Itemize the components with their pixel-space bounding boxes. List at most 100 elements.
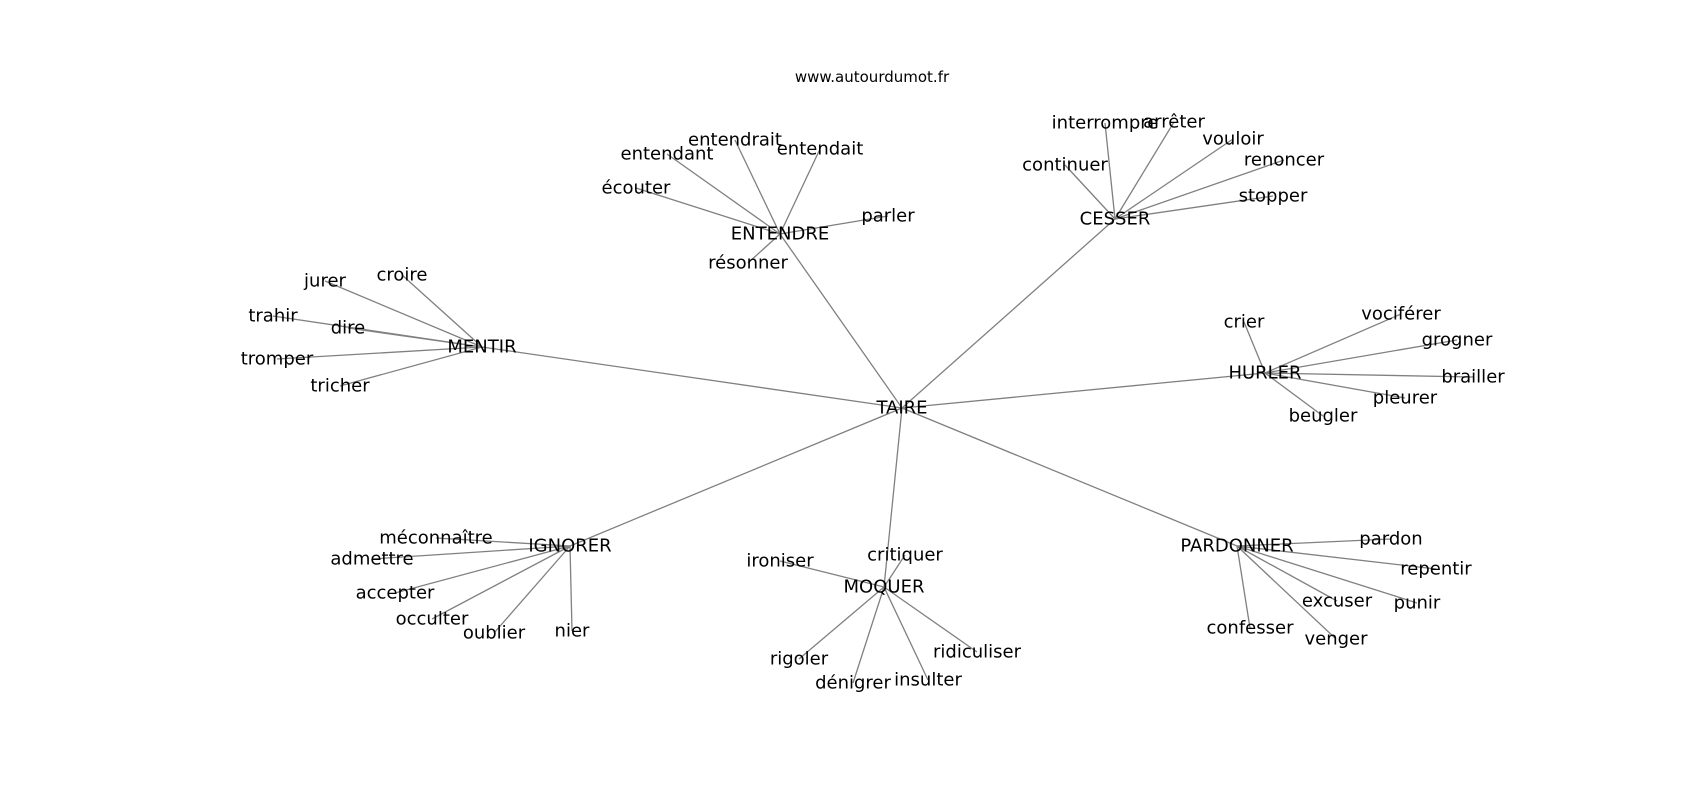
edge-moquer-ridiculiser [883,586,978,653]
edge-pardonner-excuser [1236,545,1338,602]
edge-mentir-croire [401,274,483,348]
node-word-vociferer[interactable]: vociférer [1361,304,1441,325]
node-hub-cesser[interactable]: CESSER [1080,209,1151,230]
edge-hurler-vociferer [1264,313,1402,374]
node-word-ecouter[interactable]: écouter [602,178,672,199]
edge-moquer-rigoler [798,586,885,660]
node-word-tromper[interactable]: tromper [241,349,314,370]
edge-ignorer-meconnaitre [435,537,571,547]
node-word-brailler[interactable]: brailler [1441,367,1505,388]
node-hub-hurler[interactable]: HURLER [1228,363,1301,384]
edge-ignorer-accepter [394,545,571,594]
node-word-vouloir[interactable]: vouloir [1202,129,1264,150]
node-word-repentir[interactable]: repentir [1400,559,1472,580]
node-word-trahir[interactable]: trahir [248,306,298,327]
edge-hurler-beugler [1264,372,1324,417]
edge-moquer-critiquer [883,554,906,588]
node-word-insulter[interactable]: insulter [894,670,962,691]
edge-ignorer-nier [569,545,573,632]
node-hub-pardonner[interactable]: PARDONNER [1180,536,1293,557]
edge-ignorer-occulter [431,545,571,620]
edge-mentir-tromper [276,346,483,360]
node-word-interrompre[interactable]: interrompre [1052,113,1159,134]
edge-taire-pardonner [901,407,1238,547]
edge-pardonner-pardon [1236,538,1392,547]
node-word-confesser[interactable]: confesser [1207,618,1295,639]
edge-ignorer-admettre [371,545,571,560]
edge-cesser-vouloir [1114,138,1234,220]
node-word-nier[interactable]: nier [555,621,590,642]
edge-cesser-stopper [1114,195,1274,220]
edge-taire-ignorer [569,407,903,547]
edge-mentir-jurer [324,280,483,348]
node-word-venger[interactable]: venger [1304,629,1368,650]
edge-taire-entendre [779,233,903,409]
node-word-entendait[interactable]: entendait [777,139,864,160]
node-word-stopper[interactable]: stopper [1239,186,1308,207]
node-word-oublier[interactable]: oublier [463,623,526,644]
node-hub-entendre[interactable]: ENTENDRE [731,224,829,245]
edge-cesser-interrompre [1104,122,1116,220]
edge-entendre-entendait [779,148,821,235]
edge-entendre-resonner [747,233,781,264]
node-word-meconnaitre[interactable]: méconnaître [379,528,493,549]
edge-taire-moquer [883,407,903,588]
node-word-renoncer[interactable]: renoncer [1244,150,1325,171]
node-hub-ignorer[interactable]: IGNORER [528,536,611,557]
node-word-ridiculiser[interactable]: ridiculiser [933,642,1022,663]
edge-moquer-denigrer [852,586,885,684]
website-label[interactable]: www.autourdumot.fr [795,68,950,86]
edge-taire-hurler [901,372,1266,409]
node-word-jurer[interactable]: jurer [303,271,346,292]
node-word-denigrer[interactable]: dénigrer [815,673,891,694]
edge-pardonner-punir [1236,545,1418,604]
node-word-croire[interactable]: croire [377,265,428,286]
node-word-admettre[interactable]: admettre [330,549,413,570]
node-word-pleurer[interactable]: pleurer [1373,388,1438,409]
node-word-tricher[interactable]: tricher [310,376,370,397]
node-word-continuer[interactable]: continuer [1022,155,1108,176]
node-word-parler[interactable]: parler [861,206,915,227]
edge-cesser-continuer [1064,164,1116,220]
edge-pardonner-repentir [1236,545,1437,570]
node-word-occulter[interactable]: occulter [396,609,469,630]
node-word-ironiser[interactable]: ironiser [746,551,814,572]
edge-cesser-arreter [1114,121,1175,220]
edge-cesser-renoncer [1114,159,1285,220]
node-word-punir[interactable]: punir [1394,593,1441,614]
edge-hurler-crier [1243,321,1266,374]
node-word-grogner[interactable]: grogner [1422,330,1493,351]
node-hub-moquer[interactable]: MOQUER [844,577,925,598]
edge-pardonner-venger [1236,545,1337,640]
node-word-rigoler[interactable]: rigoler [770,649,829,670]
edge-hurler-brailler [1264,372,1474,378]
edge-mentir-tricher [339,346,483,387]
node-word-crier[interactable]: crier [1224,312,1265,333]
node-word-dire[interactable]: dire [331,318,366,339]
node-word-pardon[interactable]: pardon [1359,529,1422,550]
edge-hurler-grogner [1264,339,1458,374]
graph-edges [272,121,1474,684]
edge-moquer-insulter [883,586,929,681]
edge-entendre-entendant [666,153,781,235]
graph-nodes: TAIREENTENDREécouterentendantentendraite… [241,112,1506,694]
node-word-entendrait[interactable]: entendrait [688,130,782,151]
node-word-critiquer[interactable]: critiquer [867,545,943,566]
node-word-accepter[interactable]: accepter [356,583,435,604]
node-word-beugler[interactable]: beugler [1289,406,1358,427]
edge-hurler-pleurer [1264,372,1406,399]
node-root-taire[interactable]: TAIRE [875,398,927,419]
edge-entendre-entendrait [734,139,781,235]
edge-mentir-dire [347,327,483,348]
edge-pardonner-confesser [1236,545,1251,629]
node-word-entendant[interactable]: entendant [621,144,714,165]
node-word-resonner[interactable]: résonner [708,253,788,274]
edge-ignorer-oublier [493,545,571,634]
node-word-excuser[interactable]: excuser [1302,591,1373,612]
node-hub-mentir[interactable]: MENTIR [447,337,516,358]
edge-moquer-ironiser [779,560,885,588]
edge-taire-mentir [481,346,903,409]
node-word-arreter[interactable]: arrêter [1143,112,1205,133]
edge-entendre-ecouter [635,187,781,235]
